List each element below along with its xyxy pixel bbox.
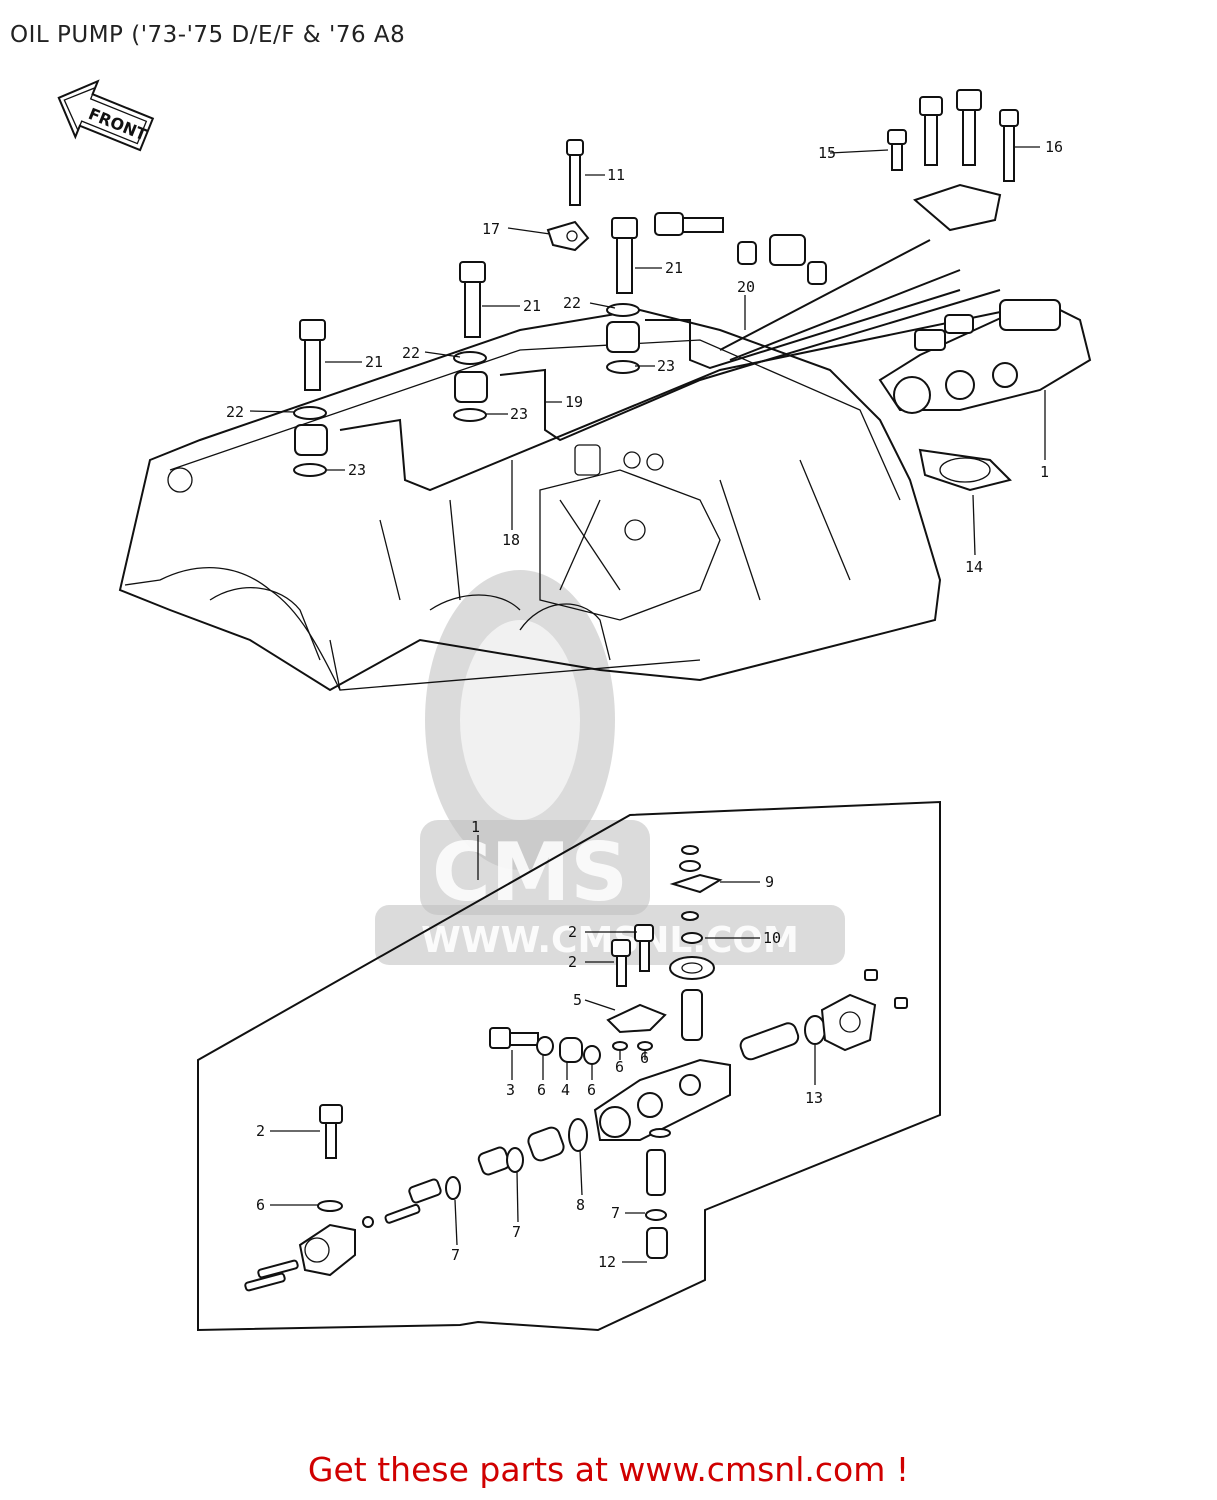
callout-23-c: 23: [348, 461, 366, 479]
callout-11: 11: [607, 166, 625, 184]
callout-4: 4: [561, 1081, 570, 1099]
bolt-11: [566, 139, 584, 206]
callout-labels: 1 11 15 16 17 20 21 21 21 22 22 22 23 23…: [226, 138, 1063, 1271]
callout-21-b: 21: [523, 297, 541, 315]
callout-21-a: 21: [665, 259, 683, 277]
clamp-17: [546, 220, 590, 252]
upper-leader-lines: [249, 146, 1046, 556]
callout-13: 13: [805, 1089, 823, 1107]
callout-22-b: 22: [402, 344, 420, 362]
banjo-bolts-upper: [293, 217, 640, 477]
exploded-view-frame: [197, 800, 941, 1332]
callout-7-b: 7: [512, 1223, 521, 1241]
callout-18: 18: [502, 531, 520, 549]
cta-link[interactable]: Get these parts at www.cmsnl.com !: [307, 1450, 910, 1489]
callout-21-c: 21: [365, 353, 383, 371]
callout-1-lower: 1: [471, 818, 480, 836]
callout-14: 14: [965, 558, 983, 576]
callout-2-b: 2: [568, 953, 577, 971]
watermark-url: WWW.CMSNL.COM: [421, 920, 799, 961]
callout-5: 5: [573, 991, 582, 1009]
oil-pump-upper: [878, 298, 1092, 492]
parts-diagram: CMS WWW.CMSNL.COM FRONT: [57, 79, 1092, 1332]
front-arrow: FRONT: [57, 79, 155, 152]
callout-6-c: 6: [615, 1058, 624, 1076]
callout-6-b: 6: [587, 1081, 596, 1099]
callout-6-a: 6: [537, 1081, 546, 1099]
callout-10: 10: [763, 929, 781, 947]
page-title: OIL PUMP ('73-'75 D/E/F & '76 A8: [10, 22, 406, 48]
callout-7-a: 7: [611, 1204, 620, 1222]
callout-22-c: 22: [226, 403, 244, 421]
callout-15: 15: [818, 144, 836, 162]
oil-pipes: [339, 239, 1011, 492]
callout-23-b: 23: [510, 405, 528, 423]
lower-leader-lines: [270, 881, 816, 1263]
callout-20: 20: [737, 278, 755, 296]
callout-16: 16: [1045, 138, 1063, 156]
callout-9: 9: [765, 873, 774, 891]
callout-22-a: 22: [563, 294, 581, 312]
callout-8: 8: [576, 1196, 585, 1214]
callout-7-c: 7: [451, 1246, 460, 1264]
callout-6-e: 6: [256, 1196, 265, 1214]
callout-19: 19: [565, 393, 583, 411]
callout-6-d: 6: [640, 1049, 649, 1067]
callout-2-c: 2: [256, 1122, 265, 1140]
pipe-banjo-fitting: [654, 212, 827, 285]
callout-17: 17: [482, 220, 500, 238]
bolts-15-16: [887, 89, 1019, 232]
callout-12: 12: [598, 1253, 616, 1271]
watermark: CMS WWW.CMSNL.COM: [375, 570, 845, 965]
pump-parts-lower: [244, 845, 908, 1292]
callout-1-upper: 1: [1040, 463, 1049, 481]
callout-23-a: 23: [657, 357, 675, 375]
callout-2-a: 2: [568, 923, 577, 941]
callout-3: 3: [506, 1081, 515, 1099]
